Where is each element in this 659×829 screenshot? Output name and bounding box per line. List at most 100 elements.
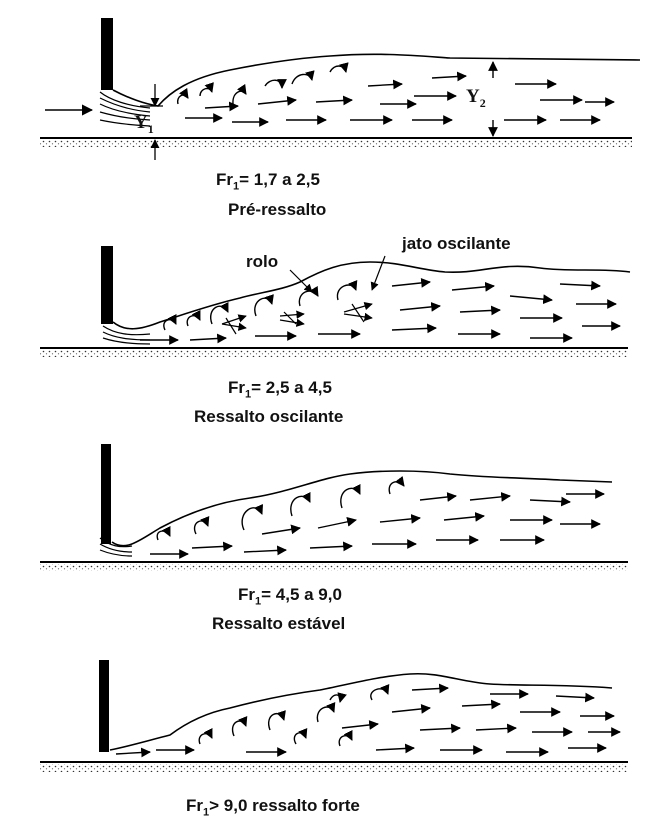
flow-arrow xyxy=(375,743,415,754)
bed-sediment xyxy=(40,350,628,357)
flow-arrow xyxy=(451,281,495,292)
bed-sediment xyxy=(40,140,632,147)
flow-arrow xyxy=(341,720,379,730)
roller-swirl xyxy=(388,476,405,495)
roller-swirl xyxy=(290,491,311,517)
roller-swirl xyxy=(210,301,229,325)
flow-arrow xyxy=(379,514,421,524)
jump-type-3: Ressalto estável xyxy=(212,614,346,633)
y1-label: Y1 xyxy=(134,112,154,136)
bed-sediment xyxy=(40,564,628,571)
flow-arrow xyxy=(529,496,571,507)
sluice-gate xyxy=(101,444,111,544)
roller-swirl xyxy=(291,70,315,85)
flow-arrow xyxy=(559,280,601,291)
water-surface xyxy=(112,261,631,330)
jet-streamline xyxy=(99,97,151,113)
flow-arrow xyxy=(419,492,457,502)
roller-swirl xyxy=(186,309,201,327)
sluice-gate xyxy=(101,18,113,90)
jet-label: jato oscilante xyxy=(402,234,511,253)
water-surface xyxy=(109,672,613,751)
jet-streamline xyxy=(99,537,133,548)
flow-arrow xyxy=(399,302,441,312)
flow-arrow xyxy=(509,294,553,305)
flow-arrow xyxy=(391,278,431,288)
panel-1-pre-jump xyxy=(40,18,641,160)
roller-swirl xyxy=(336,279,358,301)
froude-range-2: Fr1= 2,5 a 4,5 xyxy=(228,378,332,401)
sluice-gate xyxy=(99,660,109,752)
flow-arrow xyxy=(367,79,403,90)
flow-arrow xyxy=(115,747,151,758)
y2-label: Y2 xyxy=(466,86,486,110)
panel-4-strong-jump xyxy=(40,660,628,772)
roller-swirl xyxy=(254,294,274,317)
roller-swirl xyxy=(340,483,361,509)
flow-arrow xyxy=(443,512,485,522)
roller-swirl xyxy=(268,710,286,731)
roller-swirl xyxy=(156,525,171,541)
flow-arrow xyxy=(204,101,239,112)
jump-type-1: Pré-ressalto xyxy=(228,200,327,219)
panel-3-steady-jump xyxy=(40,444,628,571)
flow-arrow xyxy=(191,541,233,552)
roller-swirl xyxy=(241,503,264,531)
roller-swirl xyxy=(329,692,347,703)
roller-swirl xyxy=(338,729,353,747)
jet-streamline xyxy=(102,337,151,345)
jet-streamline xyxy=(99,91,151,109)
flow-arrow xyxy=(469,492,511,502)
flow-arrow xyxy=(431,71,467,82)
roller-swirl xyxy=(193,515,210,535)
panel-2-oscillating-jump xyxy=(40,246,631,357)
flow-arrow xyxy=(189,333,227,344)
roller-swirl xyxy=(316,701,336,723)
water-surface xyxy=(112,53,641,107)
roller-swirl xyxy=(293,727,308,745)
roller-swirl xyxy=(264,79,287,89)
flow-arrow xyxy=(475,723,517,734)
roll-leader-line xyxy=(289,269,313,293)
jump-type-2: Ressalto oscilante xyxy=(194,407,344,426)
jet-leader-line xyxy=(370,255,386,291)
roller-swirl xyxy=(176,87,189,105)
bed-sediment xyxy=(40,764,628,772)
flow-arrow xyxy=(555,692,595,703)
jet-streamline xyxy=(99,543,133,553)
flow-arrow xyxy=(315,95,353,106)
flow-arrow xyxy=(419,723,461,734)
jet-streamline xyxy=(99,103,151,117)
flow-arrow xyxy=(257,96,297,106)
flow-arrow xyxy=(461,699,501,710)
flow-arrow xyxy=(411,683,449,694)
water-surface xyxy=(111,470,613,547)
roller-swirl xyxy=(298,285,319,307)
flow-arrow xyxy=(391,323,437,334)
froude-range-3: Fr1= 4,5 a 9,0 xyxy=(238,585,342,608)
jet-streamline xyxy=(99,119,151,127)
jet-streamline xyxy=(99,111,151,121)
jet-streamline xyxy=(99,549,133,557)
roller-swirl xyxy=(199,82,214,97)
flow-arrow xyxy=(309,541,353,552)
roll-label: rolo xyxy=(246,252,279,271)
flow-arrow xyxy=(459,305,501,316)
jet-streamline xyxy=(102,325,151,336)
roller-swirl xyxy=(231,715,248,737)
oscillating-jet-cluster xyxy=(221,302,373,335)
flow-arrow xyxy=(243,545,287,556)
flow-arrow xyxy=(391,704,431,714)
roller-swirl xyxy=(198,727,213,745)
flow-arrow xyxy=(261,524,301,535)
froude-range-4: Fr1> 9,0 ressalto forte xyxy=(186,796,360,819)
froude-range-1: Fr1= 1,7 a 2,5 xyxy=(216,170,320,193)
roller-swirl xyxy=(329,62,349,73)
roller-swirl xyxy=(232,83,247,105)
roller-swirl xyxy=(370,683,390,701)
jet-streamline xyxy=(102,331,151,341)
flow-arrow xyxy=(317,517,357,529)
roller-swirl xyxy=(163,313,177,331)
sluice-gate xyxy=(101,246,113,324)
